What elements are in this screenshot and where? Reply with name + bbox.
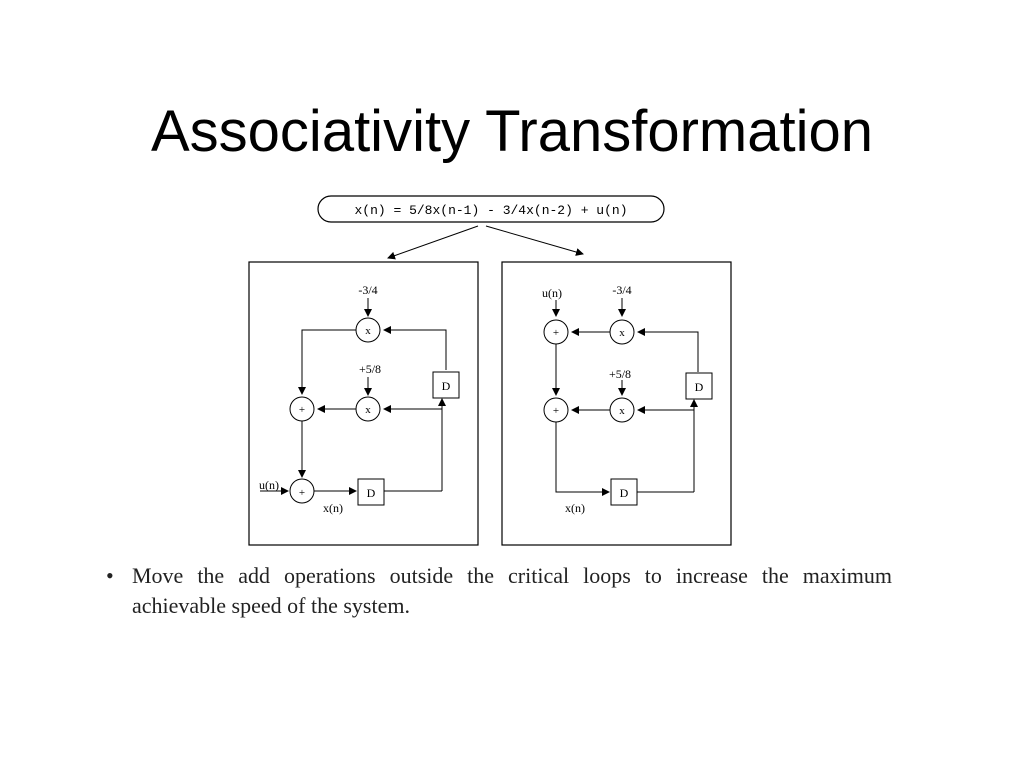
right-adder-mid: +	[553, 405, 559, 417]
arrow-to-left-panel	[387, 225, 479, 260]
right-panel	[501, 261, 732, 546]
arrow-to-right-panel	[485, 225, 584, 256]
left-delay-1: D	[442, 379, 451, 393]
left-panel	[248, 261, 479, 546]
left-mult-top: x	[365, 325, 371, 337]
equation-box: x(n) = 5/8x(n-1) - 3/4x(n-2) + u(n)	[317, 195, 665, 223]
left-output-label: x(n)	[323, 501, 343, 515]
right-mult-top: x	[619, 327, 625, 339]
right-panel-labels: u(n) -3/4 + x +5/8 + x D D x(n)	[542, 283, 704, 515]
right-mult-mid: x	[619, 405, 625, 417]
equation-text: x(n) = 5/8x(n-1) - 3/4x(n-2) + u(n)	[354, 203, 627, 218]
left-coef-mid: +5/8	[359, 362, 381, 376]
right-delay-2: D	[620, 486, 629, 500]
left-panel-labels: -3/4 x +5/8 x + + D D u(n) x(n)	[259, 283, 451, 515]
right-adder-top: +	[553, 327, 559, 339]
left-coef-top: -3/4	[358, 283, 377, 297]
slide-title: Associativity Transformation	[150, 99, 874, 164]
right-input-label: u(n)	[542, 286, 562, 300]
right-delay-1: D	[695, 380, 704, 394]
left-input-label: u(n)	[259, 478, 279, 492]
bullet-text: Move the add operations outside the crit…	[132, 563, 892, 618]
left-delay-2: D	[367, 486, 376, 500]
bullet-marker: •	[106, 563, 114, 588]
left-adder-1: +	[299, 404, 305, 416]
left-adder-2: +	[299, 487, 305, 499]
right-coef-top: -3/4	[612, 283, 631, 297]
right-output-label: x(n)	[565, 501, 585, 515]
left-mult-mid: x	[365, 404, 371, 416]
right-coef-mid: +5/8	[609, 367, 631, 381]
